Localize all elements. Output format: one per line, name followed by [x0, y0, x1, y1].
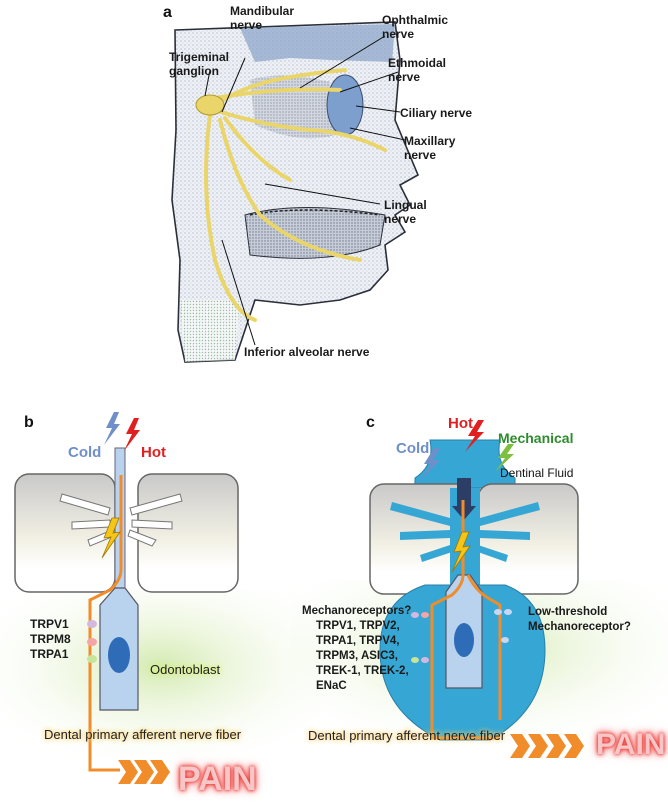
- dentinal-fluid-label: Dentinal Fluid: [500, 466, 574, 480]
- low-threshold-label: Low-threshold Mechanoreceptor?: [528, 606, 631, 633]
- fiber-label-c: Dental primary afferent nerve fiber: [308, 728, 506, 743]
- label-inferior-alveolar: Inferior alveolar nerve: [244, 345, 370, 359]
- cold-label-b: Cold: [68, 444, 102, 461]
- mechanical-label: Mechanical: [498, 430, 574, 446]
- cold-label-c: Cold: [396, 440, 430, 457]
- pain-label-c: PAIN: [596, 728, 666, 761]
- panel-letter-b: b: [24, 414, 34, 431]
- hot-label-c: Hot: [448, 415, 473, 432]
- panel-letter-a: a: [163, 4, 172, 21]
- panel-letter-c: c: [366, 414, 375, 431]
- channel-list-b: TRPV1 TRPM8 TRPA1: [30, 617, 71, 661]
- mechanoreceptor-list: Mechanoreceptors? TRPV1, TRPV2, TRPA1, T…: [302, 605, 412, 692]
- panel-c-diagram: [290, 420, 668, 758]
- head-illustration: [171, 21, 420, 363]
- pain-label-b: PAIN: [178, 760, 257, 798]
- odontoblast-label: Odontoblast: [150, 662, 221, 677]
- label-ciliary: Ciliary nerve: [400, 106, 473, 120]
- panel-b-diagram: [0, 412, 320, 784]
- fiber-label-b: Dental primary afferent nerve fiber: [44, 727, 242, 742]
- hot-label-b: Hot: [141, 444, 166, 461]
- channel-icons: [87, 620, 97, 663]
